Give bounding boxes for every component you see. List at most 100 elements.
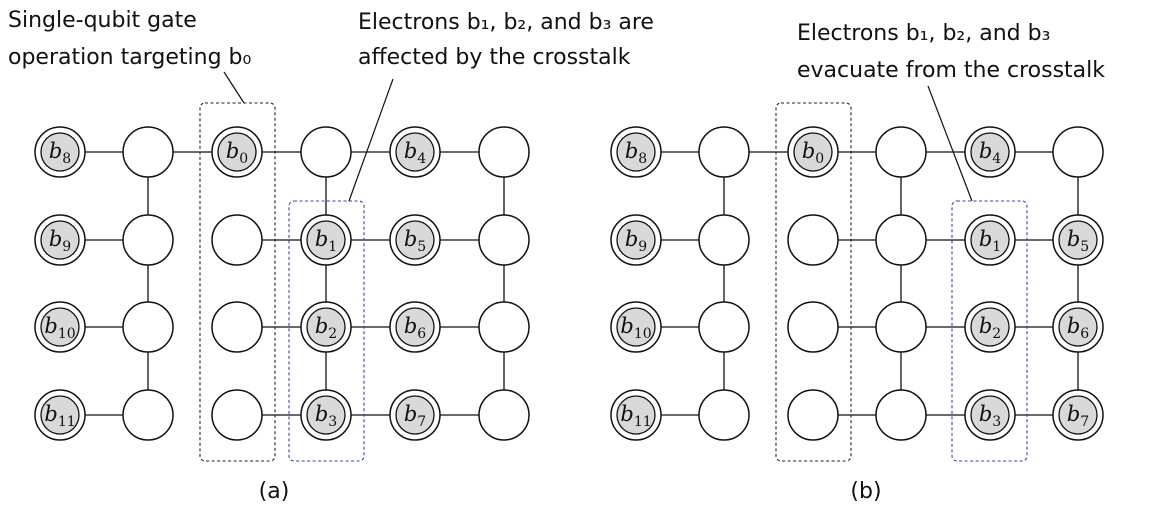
empty-site — [300, 126, 352, 178]
empty-site — [787, 301, 839, 353]
panel-a-gate-annotation-line2: operation targeting b₀ — [8, 45, 251, 70]
quantum-dot-circle — [698, 389, 750, 441]
panel-a-gate-annotation-line1: Single-qubit gate — [8, 8, 197, 33]
electron-label-base: b — [979, 227, 992, 251]
electron-label-subscript: 1 — [992, 239, 1001, 255]
electron-label: b11 — [620, 402, 651, 430]
electron-label-subscript: 4 — [992, 151, 1001, 167]
electron-label-base: b — [404, 402, 417, 426]
electron-site: b3 — [964, 389, 1016, 441]
empty-site — [875, 389, 927, 441]
electron-site: b10 — [610, 301, 662, 353]
electron-label-subscript: 3 — [328, 414, 337, 430]
electron-label: b9 — [625, 227, 647, 255]
empty-site — [1052, 126, 1104, 178]
electron-label-subscript: 3 — [992, 414, 1001, 430]
quantum-dot-circle — [478, 389, 530, 441]
panel-b-evacuated-leader — [927, 85, 973, 202]
quantum-dot-circle — [478, 126, 530, 178]
empty-site — [122, 389, 174, 441]
electron-site: b10 — [34, 301, 86, 353]
panel-b-edges — [636, 151, 1079, 416]
empty-site — [122, 301, 174, 353]
electron-marker — [970, 307, 1010, 347]
electron-site: b3 — [300, 389, 352, 441]
electron-site: b9 — [610, 214, 662, 266]
electron-label-subscript: 11 — [634, 414, 652, 430]
quantum-dot-circle — [787, 301, 839, 353]
quantum-dot-circle — [478, 301, 530, 353]
electron-marker — [395, 132, 435, 172]
electron-label-base: b — [49, 227, 62, 251]
electron-label-base: b — [979, 402, 992, 426]
electron-site: b2 — [300, 301, 352, 353]
electron-marker — [217, 132, 257, 172]
electron-site: b9 — [34, 214, 86, 266]
electron-site: b7 — [389, 389, 441, 441]
electron-label-subscript: 10 — [634, 326, 652, 342]
electron-label-subscript: 10 — [58, 326, 76, 342]
electron-label-subscript: 9 — [62, 239, 71, 255]
electron-site: b6 — [1052, 301, 1104, 353]
electron-label-subscript: 2 — [992, 326, 1001, 342]
electron-marker — [793, 132, 833, 172]
empty-site — [122, 214, 174, 266]
empty-site — [478, 389, 530, 441]
electron-label-subscript: 1 — [328, 239, 337, 255]
electron-site: b5 — [1052, 214, 1104, 266]
electron-marker — [40, 220, 80, 260]
empty-site — [875, 214, 927, 266]
electron-label-base: b — [620, 402, 633, 426]
electron-label: b7 — [1067, 402, 1089, 430]
electron-marker — [306, 220, 346, 260]
electron-label-subscript: 2 — [328, 326, 337, 342]
quantum-dot-circle — [787, 214, 839, 266]
electron-label-subscript: 8 — [62, 151, 71, 167]
electron-label: b3 — [315, 402, 337, 430]
electron-marker — [616, 307, 656, 347]
electron-label-base: b — [226, 139, 239, 163]
electron-label-subscript: 9 — [638, 239, 647, 255]
quantum-dot-circle — [875, 301, 927, 353]
panel-a-crosstalk-annotation-line2: affected by the crosstalk — [358, 45, 631, 70]
electron-label-base: b — [315, 402, 328, 426]
electron-marker — [395, 307, 435, 347]
quantum-dot-circle — [211, 214, 263, 266]
electron-label: b0 — [802, 139, 824, 167]
electron-label-base: b — [49, 139, 62, 163]
quantum-dot-circle — [875, 214, 927, 266]
electron-label: b0 — [226, 139, 248, 167]
electron-label: b2 — [979, 314, 1001, 342]
electron-label: b2 — [315, 314, 337, 342]
electron-marker — [40, 307, 80, 347]
electron-marker — [1058, 220, 1098, 260]
electron-label-base: b — [979, 139, 992, 163]
electron-site: b1 — [964, 214, 1016, 266]
electron-label-subscript: 0 — [815, 151, 824, 167]
electron-site: b7 — [1052, 389, 1104, 441]
electron-label-base: b — [404, 314, 417, 338]
quantum-dot-circle — [875, 126, 927, 178]
electron-label-base: b — [404, 227, 417, 251]
electron-label-subscript: 0 — [239, 151, 248, 167]
empty-site — [698, 214, 750, 266]
empty-site — [875, 301, 927, 353]
panel-b-annotation-line1: Electrons b₁, b₂, and b₃ — [797, 21, 1050, 46]
electron-label: b11 — [44, 402, 75, 430]
panel-a-gate-leader — [223, 71, 245, 104]
empty-site — [478, 126, 530, 178]
quantum-dot-circle — [787, 389, 839, 441]
empty-site — [787, 389, 839, 441]
electron-label: b7 — [404, 402, 426, 430]
electron-site: b0 — [211, 126, 263, 178]
empty-site — [122, 126, 174, 178]
electron-label-subscript: 7 — [417, 414, 426, 430]
panel-b-caption: (b) — [850, 479, 881, 504]
panel-a-edges — [60, 151, 505, 416]
quantum-dot-circle — [698, 126, 750, 178]
quantum-dot-circle — [122, 126, 174, 178]
electron-marker — [970, 220, 1010, 260]
electron-marker — [1058, 395, 1098, 435]
